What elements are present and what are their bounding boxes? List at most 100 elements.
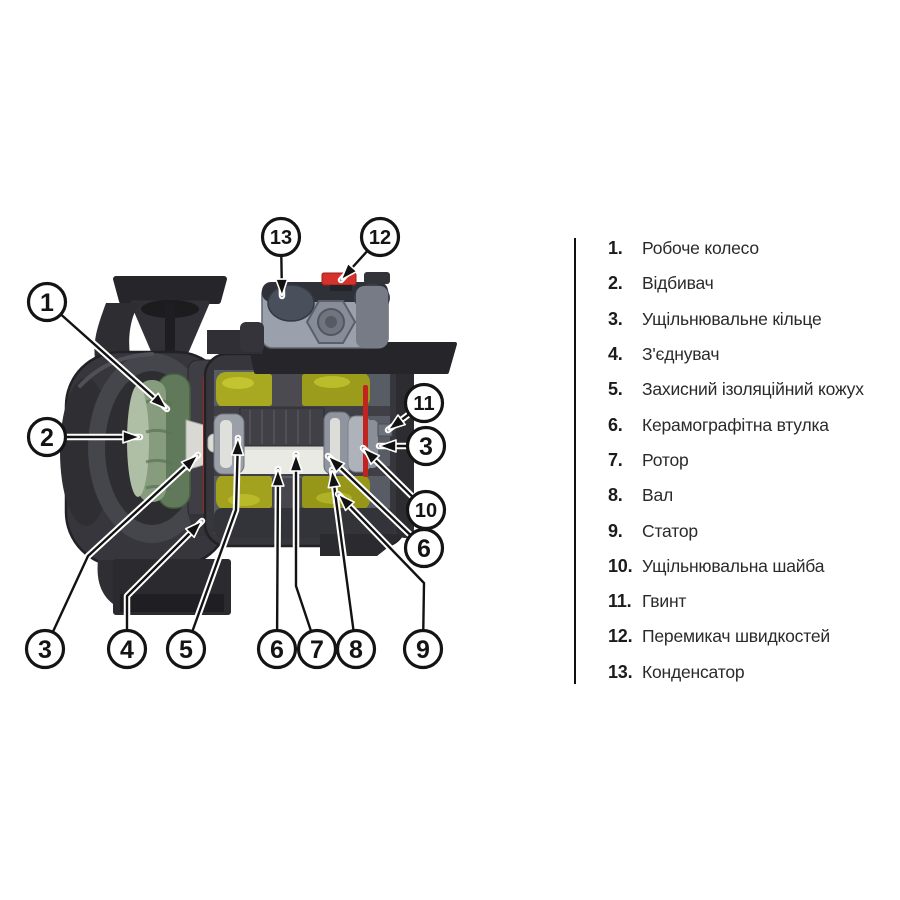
parts-legend: 1. Робоче колесо 2.Відбивач 3. Ущільнювальне… xyxy=(608,231,888,690)
divider-line xyxy=(574,238,576,684)
rotor-laminations xyxy=(249,410,311,444)
callout-circle-3 xyxy=(24,628,66,670)
callout-number-1: 1 xyxy=(40,289,54,317)
legend-item-label: Ущільнювальне кільце xyxy=(642,308,822,329)
legend-item: 13.Конденсатор xyxy=(608,655,888,690)
callout-circle-6 xyxy=(256,628,298,670)
callout-10: 10 xyxy=(405,489,447,531)
winding-highlight xyxy=(314,376,350,388)
callout-number-6: 6 xyxy=(417,535,431,563)
arrowhead-5 xyxy=(230,437,245,456)
legend-item-label: Робоче колесо xyxy=(642,238,759,259)
callout-circle-6 xyxy=(403,527,445,569)
arrowhead-4 xyxy=(184,520,203,539)
callout-6: 6 xyxy=(403,527,445,569)
switch-slot xyxy=(330,285,352,291)
leader-line-6 xyxy=(275,467,280,631)
pump-illustration xyxy=(60,272,457,615)
callout-2: 2 xyxy=(26,416,68,458)
legend-item-number: 7. xyxy=(608,449,623,470)
arrowhead-8 xyxy=(327,469,342,489)
legend-item-number: 3. xyxy=(608,308,623,329)
top-flange xyxy=(113,276,227,304)
stator-pole-gap-top xyxy=(272,372,302,406)
callout-circle-12 xyxy=(359,216,401,258)
callout-6: 6 xyxy=(256,628,298,670)
legend-item-label: Гвинт xyxy=(642,591,687,612)
legend-item-label: Вал xyxy=(642,485,674,506)
legend-item-label: Відбивач xyxy=(642,273,714,294)
legend-item-number: 1. xyxy=(608,238,623,259)
legend-item-label: Керамографітна втулка xyxy=(642,414,829,435)
callout-3: 3 xyxy=(405,425,447,467)
motor-bottom-band xyxy=(214,508,394,538)
callout-circle-5 xyxy=(165,628,207,670)
leader-line-9 xyxy=(336,492,426,631)
legend-item-number: 6. xyxy=(608,414,623,435)
callout-4: 4 xyxy=(106,628,148,670)
bottom-flange-base xyxy=(120,594,224,612)
callout-number-9: 9 xyxy=(416,636,430,664)
legend-item-label: Ротор xyxy=(642,449,689,470)
box-right-panel xyxy=(356,286,388,348)
callout-number-6: 6 xyxy=(270,636,284,664)
callout-number-3: 3 xyxy=(38,636,52,664)
arrowhead-7 xyxy=(289,453,303,472)
legend-item-label: Перемикач швидкостей xyxy=(642,626,830,647)
inlet-stem xyxy=(165,303,175,355)
bushing-right xyxy=(330,418,340,468)
callout-number-3: 3 xyxy=(419,433,433,461)
arrowhead-6 xyxy=(271,468,285,487)
leader-line-1 xyxy=(60,313,169,411)
legend-item: 9.Статор xyxy=(608,513,888,548)
stator-winding-top-left xyxy=(216,372,274,408)
legend-item: 3. Ущільнювальне кільце xyxy=(608,302,888,337)
arrowhead-10 xyxy=(362,447,381,466)
legend-item-number: 8. xyxy=(608,485,623,506)
callout-circle-13 xyxy=(260,216,302,258)
winding-highlight xyxy=(228,494,260,506)
callout-5: 5 xyxy=(165,628,207,670)
bushing-left xyxy=(220,420,232,468)
top-joint xyxy=(240,322,264,352)
callout-3: 3 xyxy=(24,628,66,670)
legend-item-label: Ущільнювальна шайба xyxy=(642,555,825,576)
callout-number-4: 4 xyxy=(120,636,134,664)
legend-item: 6. Керамографітна втулка xyxy=(608,407,888,442)
callout-8: 8 xyxy=(335,628,377,670)
leader-line-6 xyxy=(326,454,412,536)
callout-number-7: 7 xyxy=(310,636,324,664)
legend-item: 2.Відбивач xyxy=(608,266,888,301)
callout-circle-7 xyxy=(296,628,338,670)
legend-item: 7. Ротор xyxy=(608,443,888,478)
arrowhead-9 xyxy=(337,493,355,512)
callout-circle-3 xyxy=(405,425,447,467)
legend-item-label: З'єднувач xyxy=(642,344,720,365)
arrowhead-1 xyxy=(149,392,168,410)
legend-item-number: 13. xyxy=(608,661,633,682)
callout-7: 7 xyxy=(296,628,338,670)
callout-12: 12 xyxy=(359,216,401,258)
legend-item-number: 5. xyxy=(608,379,623,400)
arrowhead-3 xyxy=(378,439,397,453)
callout-number-11: 11 xyxy=(413,393,434,415)
legend-item-number: 10. xyxy=(608,555,633,576)
gland-core xyxy=(325,316,337,328)
rotor-cut-white xyxy=(240,450,328,474)
legend-item: 12.Перемикач швидкостей xyxy=(608,619,888,654)
leader-line-8 xyxy=(330,468,355,631)
arrowhead-13 xyxy=(274,278,289,297)
callout-number-5: 5 xyxy=(179,636,193,664)
legend-item: 8. Вал xyxy=(608,478,888,513)
callout-number-12: 12 xyxy=(369,227,391,249)
leader-line-5 xyxy=(191,436,240,632)
callout-circle-8 xyxy=(335,628,377,670)
winding-highlight xyxy=(222,377,254,389)
callout-9: 9 xyxy=(402,628,444,670)
callout-number-8: 8 xyxy=(349,636,363,664)
arrowhead-11 xyxy=(387,414,407,431)
callout-circle-2 xyxy=(26,416,68,458)
callout-11: 11 xyxy=(403,382,445,424)
